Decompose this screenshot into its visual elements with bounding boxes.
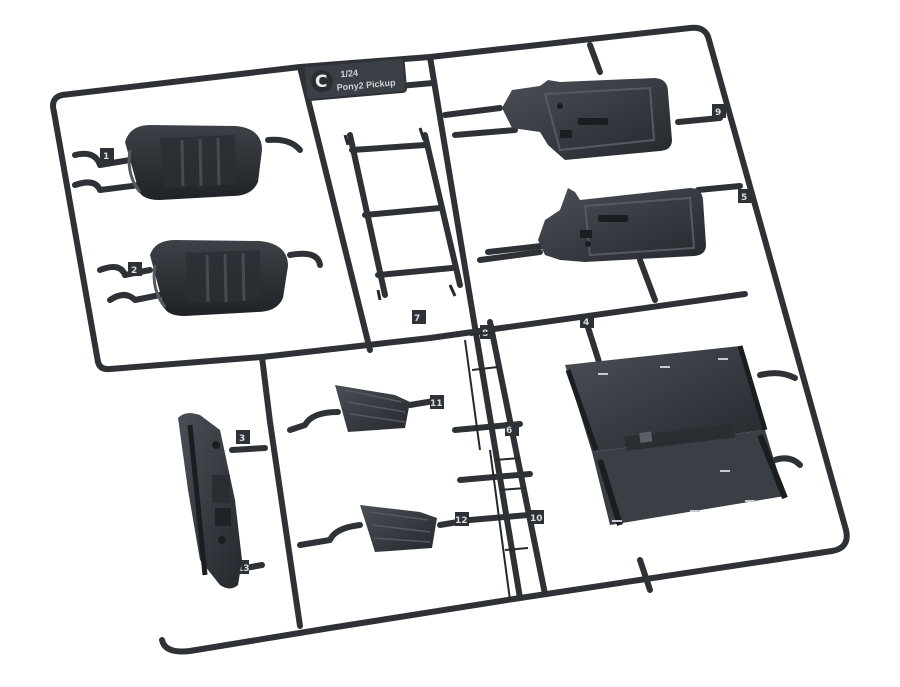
part-number: 9 [715, 108, 721, 118]
part-number: 11 [430, 399, 443, 409]
door-panel-upper [502, 78, 672, 160]
part-number: 6 [506, 426, 512, 436]
part-number: 5 [741, 193, 747, 203]
floor-tray [565, 345, 788, 526]
part-number: 4 [583, 318, 589, 328]
sprue-frame [50, 24, 850, 655]
seat-upper [125, 125, 262, 200]
ladder-part [343, 127, 457, 301]
plate-scale: 1/24 [340, 68, 358, 79]
sprue-name-plate: C 1/24 Pony2 Pickup [302, 56, 408, 102]
plate-letter: C [315, 72, 327, 92]
seat-lower [150, 240, 288, 316]
part-number: 7 [414, 314, 420, 324]
part-number: 3 [239, 434, 245, 444]
pedal-part-upper [335, 385, 410, 432]
part-number: 13 [237, 564, 250, 574]
part-number: 2 [131, 266, 137, 276]
part-number: 1 [103, 152, 109, 162]
part-number: 10 [530, 514, 543, 524]
part-number: 12 [455, 516, 468, 526]
dashboard-part [178, 413, 242, 589]
door-panel-lower [538, 188, 706, 262]
pedal-part-lower [360, 505, 437, 552]
thin-rod-parts [464, 331, 529, 601]
